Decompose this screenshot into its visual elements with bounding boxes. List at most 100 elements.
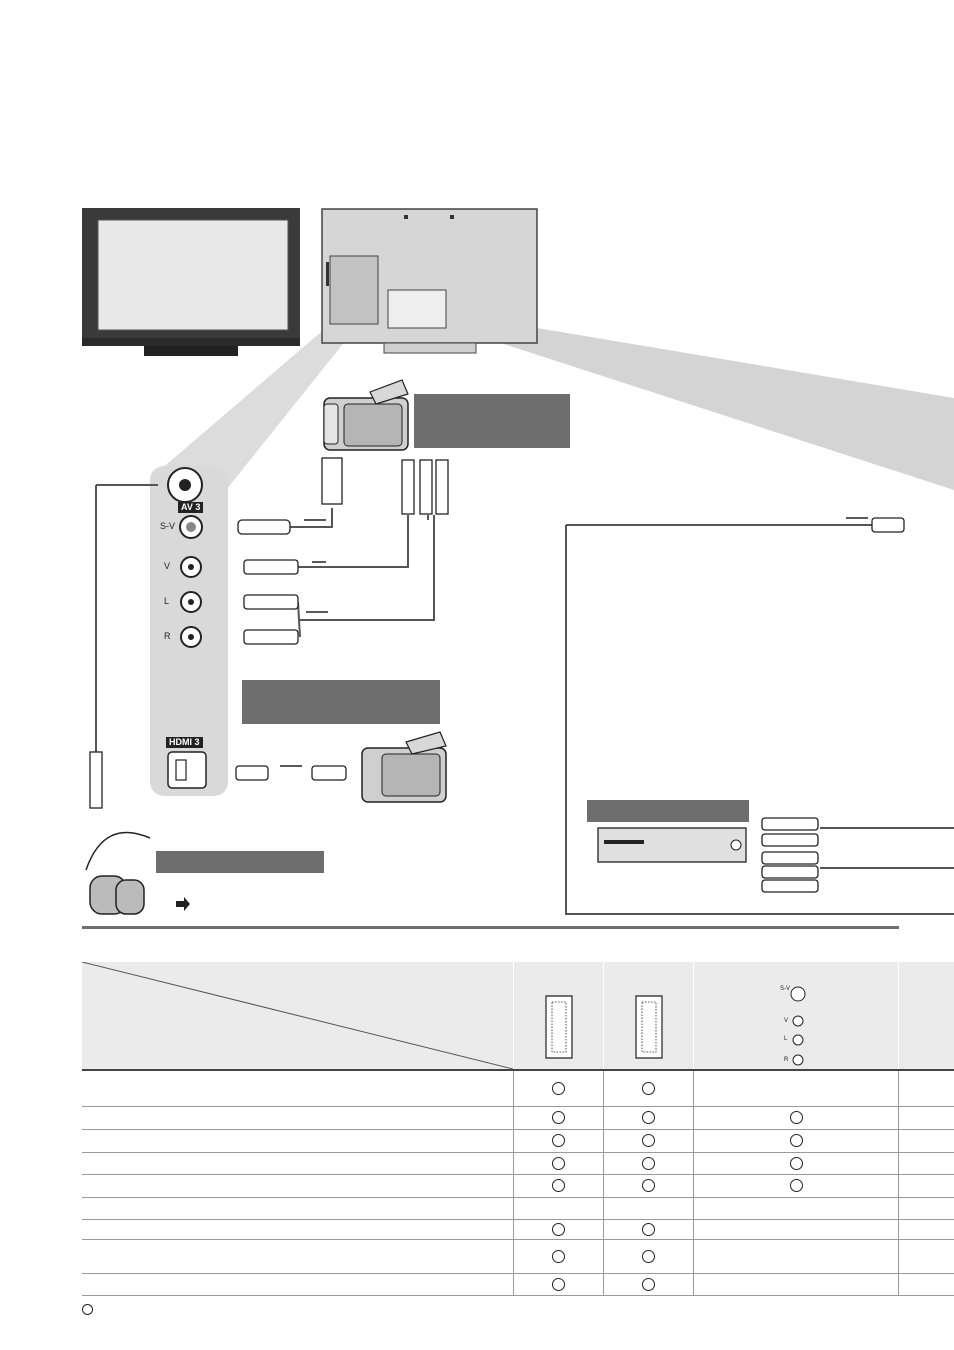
port-sv-label: S-V <box>160 521 176 531</box>
supported-circle-icon <box>642 1156 655 1170</box>
table-cell <box>693 1198 899 1219</box>
table-cell <box>898 1153 954 1174</box>
row-description <box>82 1175 513 1197</box>
tv-back-illustration <box>321 208 538 354</box>
table-cell <box>513 1071 604 1106</box>
header-diagonal-line <box>82 962 513 1069</box>
table-cell <box>693 1274 899 1295</box>
headphones-illustration <box>85 831 151 915</box>
table-cell <box>603 1198 694 1219</box>
table-cell <box>603 1071 694 1106</box>
table-cell <box>898 1220 954 1239</box>
supported-circle-icon <box>642 1179 655 1192</box>
row-description <box>82 1198 513 1219</box>
table-cell <box>693 1153 899 1174</box>
supported-circle-icon <box>642 1249 655 1263</box>
table-cell <box>603 1107 694 1129</box>
table-row <box>82 1107 954 1130</box>
supported-circle-icon <box>552 1156 565 1170</box>
table-cell <box>898 1107 954 1129</box>
side-input-panel <box>150 466 228 796</box>
supported-circle-icon <box>552 1277 565 1291</box>
av3-badge: AV 3 <box>178 502 204 513</box>
camcorder-hdmi-callout <box>242 680 440 724</box>
header-v-label: V <box>784 1018 789 1024</box>
table-cell <box>603 1240 694 1273</box>
camcorder-hdmi-illustration <box>361 731 447 803</box>
row-description <box>82 1153 513 1174</box>
row-description <box>82 1130 513 1152</box>
table-header: S-V V L R <box>82 962 954 1069</box>
header-av3-terminals: S-V V L R <box>693 962 899 1069</box>
supported-circle-icon <box>552 1179 565 1192</box>
table-cell <box>693 1220 899 1239</box>
header-sv-label: S-V <box>780 986 791 992</box>
connection-diagram <box>82 208 954 915</box>
header-scart2 <box>603 962 694 1069</box>
table-cell <box>898 1198 954 1219</box>
supported-circle-icon <box>789 1179 803 1192</box>
table-row <box>82 1220 954 1240</box>
supported-circle-icon <box>642 1111 655 1124</box>
table-cell <box>513 1274 604 1295</box>
legend-circle-icon <box>82 1304 93 1315</box>
row-description <box>82 1071 513 1106</box>
row-description <box>82 1107 513 1129</box>
table-cell <box>693 1130 899 1152</box>
table-cell <box>513 1107 604 1129</box>
table-cell <box>513 1175 604 1197</box>
table-row <box>82 1175 954 1198</box>
table-row <box>82 1071 954 1107</box>
tv-front-illustration <box>82 208 300 356</box>
hdmi3-badge: HDMI 3 <box>166 737 203 748</box>
table-cell <box>898 1071 954 1106</box>
table-cell <box>898 1274 954 1295</box>
row-description <box>82 1274 513 1295</box>
table-cell <box>603 1274 694 1295</box>
headphones-callout <box>156 851 324 873</box>
camcorder-top-illustration <box>323 379 409 451</box>
table-cell <box>898 1175 954 1197</box>
header-rule <box>82 1069 954 1071</box>
table-cell <box>898 1240 954 1273</box>
header-r-label: R <box>784 1057 789 1063</box>
port-v-label: V <box>164 561 171 571</box>
zoom-beam-left <box>160 290 378 510</box>
direction-arrows <box>280 517 868 767</box>
header-l-label: L <box>784 1036 788 1042</box>
supported-circle-icon <box>552 1249 565 1263</box>
camcorder-top-callout <box>414 394 570 448</box>
table-cell <box>513 1198 604 1219</box>
section-divider <box>82 926 899 929</box>
av3-terminal-icon <box>790 986 806 1066</box>
reference-arrow-icon <box>176 897 190 911</box>
supported-circle-icon <box>789 1134 803 1147</box>
table-cell <box>693 1071 899 1106</box>
table-cell <box>603 1130 694 1152</box>
table-cell <box>603 1153 694 1174</box>
table-cell <box>603 1175 694 1197</box>
dvd-callout <box>587 800 749 822</box>
table-cell <box>693 1175 899 1197</box>
supported-circle-icon <box>642 1081 655 1095</box>
scart-connector-icon <box>545 995 573 1059</box>
table-row <box>82 1274 954 1296</box>
zoom-beam-right <box>418 308 954 490</box>
plugs <box>89 457 905 893</box>
supported-circle-icon <box>552 1111 565 1124</box>
row-description <box>82 1240 513 1273</box>
table-cell <box>603 1220 694 1239</box>
port-r-label: R <box>164 631 171 641</box>
table-cell <box>513 1153 604 1174</box>
supported-circle-icon <box>789 1111 803 1124</box>
supported-circle-icon <box>552 1134 565 1147</box>
supported-circle-icon <box>552 1081 565 1095</box>
table-row <box>82 1130 954 1153</box>
supported-circle-icon <box>642 1277 655 1291</box>
supported-circle-icon <box>642 1222 655 1236</box>
table-cell <box>513 1240 604 1273</box>
row-description <box>82 1220 513 1239</box>
header-hdmi <box>898 962 954 1069</box>
table-cell <box>693 1240 899 1273</box>
port-l-label: L <box>164 596 170 606</box>
